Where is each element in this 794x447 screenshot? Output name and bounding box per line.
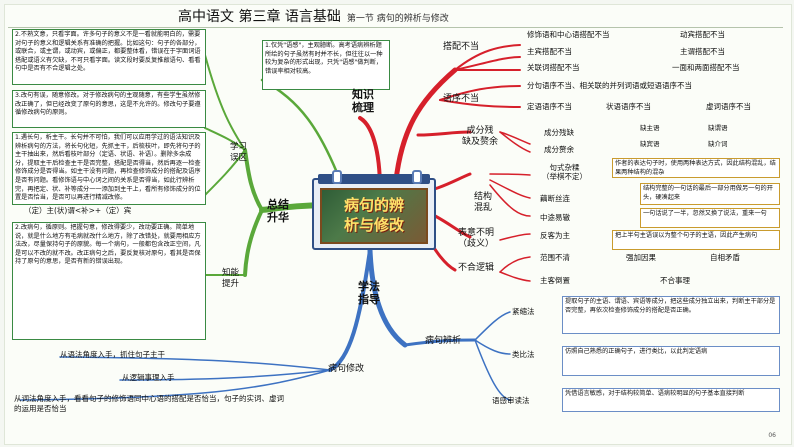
mistake-text-3: 3.改句有误，随意修改。对于修改病句的主观随意，有些学生虽然修改正确了，但已经改… (12, 90, 206, 128)
ambiguity-note: 把上半句主语误以为整个句子的主语，因此产生病句 (612, 230, 780, 250)
analyze-item-3: 语感审读法 (492, 396, 530, 405)
mistake-note-1: 1.仅凭"语感"，主观臆断。高考语病辨析题所给的句子虽然有时并不长，但往往以一种… (262, 40, 390, 90)
red-branch-main (392, 67, 458, 193)
mistake-text-2: 2.不熟文意，只看字面。许多句子的意义不是一看就能明白的，需要对句子的意义和逻辑… (12, 29, 206, 85)
analyze-note-2: 仿照自己熟悉的正确句子，进行类比，以此判定语病 (562, 346, 780, 376)
center-title-line1: 病句的辨 (343, 196, 404, 214)
mistakes-label: 学习 误区 (230, 142, 248, 163)
chalkboard: 病句的辨 析与修改 (320, 188, 428, 244)
missing-predicate: 缺谓语 (708, 124, 728, 132)
title-divider (8, 27, 783, 28)
structure-note-3: 一句话说了一半，忽然又换了说法，重来一句 (640, 208, 780, 228)
central-topic: 病句的辨 析与修改 (312, 170, 436, 250)
missing-object: 缺宾语 (640, 140, 660, 148)
title-sub: 第一节 病句的辨析与修改 (346, 14, 449, 24)
blue-branch-main (367, 247, 408, 348)
calendar-header (318, 174, 430, 184)
collocation-item-5: 关联词搭配不当 (527, 63, 580, 72)
ability-text: 2.改病句，循原则。把握句意，修改得要少，改动要正确。简单地说，就是什么地方有毛… (12, 222, 206, 340)
structure-item-2: 藕断丝连 (540, 194, 570, 203)
method-label: 学法 指导 (358, 280, 380, 306)
branch-word-order: 语序不当 (443, 94, 480, 104)
illogical-item-4: 主客倒置 (540, 276, 570, 285)
collocation-item-6: 一面和两面搭配不当 (672, 63, 740, 72)
missing-item: 成分残缺 (544, 128, 574, 137)
analyze-item-1: 紧缩法 (512, 307, 535, 316)
branch-missing-redundant: 成分残 缺及赘余 (462, 126, 499, 147)
illogical-item-2: 强加因果 (626, 253, 656, 262)
analyze-item-2: 类比法 (512, 350, 535, 359)
structure-note-1: 作者的表达句子时，使用两种表达方式，因此结构混乱，结果两种结构的混杂 (612, 158, 780, 178)
modify-item-1: 从语法角度入手，抓住句子主干 (60, 350, 165, 359)
word-order-item-3: 状语语序不当 (606, 102, 651, 111)
word-order-item-2: 定语语序不当 (527, 102, 572, 111)
structure-item-1: 句式杂糅 （举棋不定） (542, 163, 587, 181)
ring-left (332, 170, 342, 184)
ambiguity-item: 反客为主 (540, 231, 570, 240)
missing-preposition: 缺介词 (708, 140, 728, 148)
title-main: 高中语文 第三章 语言基础 (178, 9, 341, 25)
illogical-item-3: 自相矛盾 (710, 253, 740, 262)
redundant-item: 成分赘余 (544, 145, 574, 154)
illogical-item-1: 范围不清 (540, 253, 570, 262)
word-order-item-4: 虚词语序不当 (706, 102, 751, 111)
structure-item-3: 中途易辙 (540, 213, 570, 222)
branch-analyze: 病句辨析 (425, 336, 462, 346)
collocation-item-2: 动宾搭配不当 (680, 30, 725, 39)
branch-ambiguity: 表意不明 （歧义） (458, 228, 495, 249)
modify-item-3: 从词法角度入手，看看句子的修饰语同中心语的搭配是否恰当，句子的实词、虚词的运用是… (14, 394, 284, 413)
ring-right (412, 170, 422, 184)
analyze-note-3: 凭借语言敏感，对于结构较简单、语病较明显的句子基本直接判断 (562, 388, 780, 412)
missing-subject: 缺主语 (640, 124, 660, 132)
mistake-text-1: 1.遇长句，析主干。长句并不可怕，我们可以应用学过的语法知识及辨析病句的方法，将… (12, 132, 206, 205)
word-order-item-1: 分句语序不当、相关联的并列词语或短语语序不当 (527, 81, 692, 90)
collocation-item-3: 主宾搭配不当 (527, 47, 572, 56)
branch-modify: 病句修改 (328, 364, 365, 374)
branch-collocation: 搭配不当 (443, 42, 480, 52)
collocation-item-4: 主谓搭配不当 (680, 47, 725, 56)
page-number: 06 (768, 432, 776, 439)
illogical-item-5: 不合事理 (660, 276, 690, 285)
branch-structure: 结构 混乱 (474, 192, 493, 213)
modify-item-2: 从逻辑事理入手 (122, 373, 175, 382)
page-title: 高中语文 第三章 语言基础 第一节 病句的辨析与修改 (178, 6, 449, 25)
mistake-formula: （定）主(状)谓<补>+（定）宾 (24, 206, 132, 215)
collocation-item-1: 修饰语和中心语搭配不当 (527, 30, 610, 39)
knowledge-label: 知识 梳理 (352, 88, 374, 114)
center-title-line2: 析与修改 (343, 216, 404, 234)
structure-note-2: 结构完整的一句话的最后一部分用做另一句的开头，硬凑起来 (640, 183, 780, 205)
ability-label: 知能 提升 (222, 268, 240, 289)
summary-label: 总结 升华 (267, 198, 289, 224)
branch-illogical: 不合逻辑 (458, 263, 495, 273)
analyze-note-1: 提取句子的主语、谓语、宾语等成分，把这些成分独立出来，判断主干部分是否完整，再依… (562, 296, 780, 334)
